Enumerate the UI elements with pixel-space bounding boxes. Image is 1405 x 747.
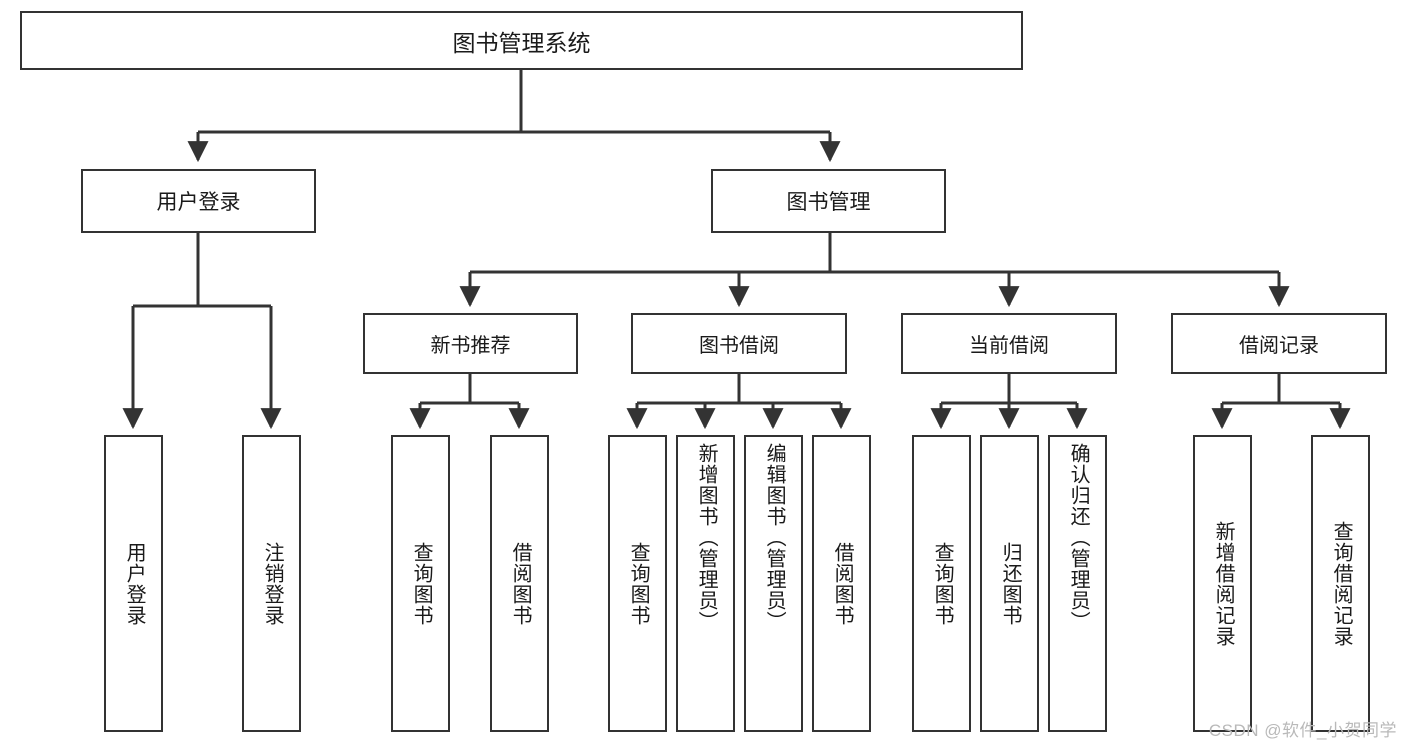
node-book-borrow[interactable]: 图书借阅 bbox=[631, 313, 847, 374]
leaf-borrow-record-1[interactable]: 新增借阅记录 bbox=[1193, 435, 1252, 732]
leaf-current-borrow-1[interactable]: 查询图书 bbox=[912, 435, 971, 732]
leaf-current-borrow-1-label: 查询图书 bbox=[931, 541, 954, 626]
leaf-current-borrow-2[interactable]: 归还图书 bbox=[980, 435, 1039, 732]
node-current-borrow-label: 当前借阅 bbox=[969, 335, 1049, 357]
node-borrow-record[interactable]: 借阅记录 bbox=[1171, 313, 1387, 374]
node-root-label: 图书管理系统 bbox=[452, 29, 591, 56]
leaf-current-borrow-3[interactable]: 确认归还（管理员） bbox=[1048, 435, 1107, 732]
leaf-book-borrow-1-label: 查询图书 bbox=[627, 541, 650, 626]
leaf-new-book-recommend-2[interactable]: 借阅图书 bbox=[490, 435, 549, 732]
leaf-borrow-record-2-label: 查询借阅记录 bbox=[1330, 520, 1353, 647]
leaf-user-login-2-label: 注销登录 bbox=[261, 541, 284, 626]
leaf-book-borrow-3-label: 编辑图书（管理员） bbox=[763, 443, 786, 632]
leaf-user-login-2[interactable]: 注销登录 bbox=[242, 435, 301, 732]
leaf-borrow-record-2[interactable]: 查询借阅记录 bbox=[1311, 435, 1370, 732]
leaf-new-book-recommend-1[interactable]: 查询图书 bbox=[391, 435, 450, 732]
leaf-borrow-record-1-label: 新增借阅记录 bbox=[1212, 520, 1235, 647]
node-book-borrow-label: 图书借阅 bbox=[699, 335, 779, 357]
leaf-book-borrow-4-label: 借阅图书 bbox=[831, 541, 854, 626]
node-root-book-management-system[interactable]: 图书管理系统 bbox=[20, 11, 1023, 70]
leaf-book-borrow-4[interactable]: 借阅图书 bbox=[812, 435, 871, 732]
node-user-login[interactable]: 用户登录 bbox=[81, 169, 316, 233]
leaf-new-book-recommend-2-label: 借阅图书 bbox=[509, 541, 532, 626]
leaf-current-borrow-2-label: 归还图书 bbox=[999, 541, 1022, 626]
node-borrow-record-label: 借阅记录 bbox=[1239, 335, 1319, 357]
node-user-login-label: 用户登录 bbox=[156, 191, 241, 214]
csdn-watermark: CSDN @软件_小贺同学 bbox=[1208, 721, 1397, 740]
node-book-management-label: 图书管理 bbox=[786, 191, 871, 214]
leaf-book-borrow-1[interactable]: 查询图书 bbox=[608, 435, 667, 732]
leaf-user-login-1[interactable]: 用户登录 bbox=[104, 435, 163, 732]
leaf-current-borrow-3-label: 确认归还（管理员） bbox=[1067, 443, 1090, 632]
node-new-book-recommend-label: 新书推荐 bbox=[430, 335, 511, 357]
leaf-book-borrow-2-label: 新增图书（管理员） bbox=[695, 443, 718, 632]
node-new-book-recommend[interactable]: 新书推荐 bbox=[363, 313, 578, 374]
node-book-management[interactable]: 图书管理 bbox=[711, 169, 946, 233]
leaf-book-borrow-3[interactable]: 编辑图书（管理员） bbox=[744, 435, 803, 732]
leaf-user-login-1-label: 用户登录 bbox=[123, 541, 146, 626]
leaf-new-book-recommend-1-label: 查询图书 bbox=[410, 541, 433, 626]
leaf-book-borrow-2[interactable]: 新增图书（管理员） bbox=[676, 435, 735, 732]
node-current-borrow[interactable]: 当前借阅 bbox=[901, 313, 1117, 374]
